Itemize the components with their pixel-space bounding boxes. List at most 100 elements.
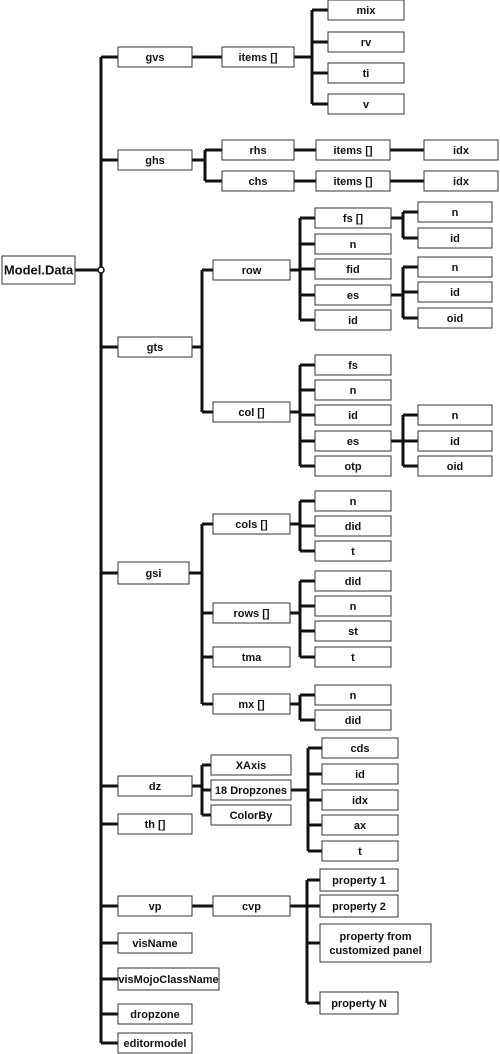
- node-gvs: gvs: [117, 46, 193, 68]
- node-row-es-id: id: [417, 281, 493, 303]
- node-model-data-label: Model.Data: [4, 263, 74, 278]
- node-vismojoclassname-label: visMojoClassName: [118, 974, 218, 986]
- node-property-custom-label-line2: customized panel: [329, 945, 421, 957]
- node-editormodel: editormodel: [117, 1032, 193, 1054]
- node-visname: visName: [117, 932, 193, 954]
- node-dz-idx-label: idx: [352, 795, 369, 807]
- node-gvs-v: v: [327, 93, 405, 115]
- node-row-fs-n-label: n: [452, 207, 459, 219]
- node-gvs-rv-label: rv: [361, 37, 372, 49]
- node-th: th []: [117, 813, 193, 835]
- node-colorby-label: ColorBy: [230, 810, 274, 822]
- node-dz-id: id: [321, 763, 399, 785]
- node-tma-label: tma: [242, 652, 262, 664]
- node-col-id-label: id: [348, 410, 358, 422]
- node-row-es-n: n: [417, 256, 493, 278]
- node-gsi-label: gsi: [146, 568, 162, 580]
- node-row-es-oid: oid: [417, 307, 493, 329]
- node-mx-n: n: [314, 684, 392, 706]
- node-mx-label: mx []: [238, 699, 265, 711]
- node-rhs-items-label: items []: [333, 145, 372, 157]
- node-gvs-rv: rv: [327, 31, 405, 53]
- node-dropzone-label: dropzone: [130, 1009, 180, 1021]
- node-rows-n: n: [314, 595, 392, 617]
- node-18-dropzones-label: 18 Dropzones: [215, 785, 287, 797]
- node-row-fs-n: n: [417, 201, 493, 223]
- node-rows-st-label: st: [348, 626, 358, 638]
- node-row: row: [212, 259, 291, 281]
- node-dz-ax: ax: [321, 814, 399, 836]
- node-rhs-label: rhs: [249, 145, 266, 157]
- node-row-es: es: [314, 284, 392, 306]
- node-cols-n-label: n: [350, 496, 357, 508]
- node-rows-t-label: t: [351, 652, 355, 664]
- node-row-fs-id-label: id: [450, 233, 460, 245]
- node-property-custom: property from customized panel: [319, 923, 432, 963]
- node-row-fs-label: fs []: [343, 213, 364, 225]
- node-dz-label: dz: [149, 781, 162, 793]
- node-gvs-mix-label: mix: [357, 5, 377, 17]
- node-row-n-label: n: [350, 239, 357, 251]
- node-cols-t-label: t: [351, 546, 355, 558]
- node-row-id: id: [314, 309, 392, 331]
- node-chs-items-label: items []: [333, 176, 372, 188]
- node-dz: dz: [117, 775, 193, 797]
- node-col-es-label: es: [347, 436, 359, 448]
- node-dz-id-label: id: [355, 769, 365, 781]
- node-gvs-mix: mix: [327, 0, 405, 21]
- node-row-es-id-label: id: [450, 287, 460, 299]
- node-chs-items: items []: [315, 170, 391, 192]
- node-col-es-oid: oid: [417, 455, 493, 477]
- node-row-es-n-label: n: [452, 262, 459, 274]
- node-vismojoclassname: visMojoClassName: [117, 967, 220, 991]
- node-col-es-n: n: [417, 404, 493, 426]
- node-gvs-label: gvs: [146, 52, 165, 64]
- node-chs-idx-label: idx: [453, 176, 470, 188]
- node-visname-label: visName: [132, 938, 177, 950]
- node-chs-idx: idx: [423, 170, 499, 192]
- node-col-fs-label: fs: [348, 360, 358, 372]
- node-gts: gts: [117, 336, 193, 358]
- node-row-id-label: id: [348, 315, 358, 327]
- node-property-1-label: property 1: [332, 875, 386, 887]
- node-cols-n: n: [314, 490, 392, 512]
- node-cvp-label: cvp: [242, 901, 261, 913]
- node-col-es: es: [314, 430, 392, 452]
- connectors: [75, 8, 424, 1045]
- node-mx: mx []: [212, 693, 291, 715]
- node-cols-did-label: did: [345, 521, 362, 533]
- node-rows: rows []: [212, 602, 291, 624]
- node-row-es-oid-label: oid: [447, 313, 464, 325]
- node-rhs-idx-label: idx: [453, 145, 470, 157]
- node-rhs-items: items []: [315, 139, 391, 161]
- node-colorby: ColorBy: [210, 804, 292, 826]
- node-dz-ax-label: ax: [354, 820, 367, 832]
- node-xaxis: XAxis: [210, 754, 292, 776]
- node-gvs-ti: ti: [327, 62, 405, 84]
- node-col-label: col []: [238, 407, 265, 419]
- node-gvs-ti-label: ti: [363, 68, 370, 80]
- node-vp-label: vp: [149, 901, 162, 913]
- node-mx-did-label: did: [345, 715, 362, 727]
- node-gvs-items: items []: [221, 46, 295, 68]
- node-cols-t: t: [314, 540, 392, 562]
- node-property-n: property N: [319, 991, 399, 1015]
- node-18-dropzones: 18 Dropzones: [210, 779, 292, 801]
- node-rows-st: st: [314, 620, 392, 642]
- node-vp: vp: [117, 895, 193, 917]
- node-property-2: property 2: [319, 894, 399, 918]
- node-row-fid: fid: [314, 258, 392, 280]
- node-mx-did: did: [314, 709, 392, 731]
- node-col-otp: otp: [314, 455, 392, 477]
- node-row-fs: fs []: [314, 207, 392, 229]
- node-xaxis-label: XAxis: [236, 760, 267, 772]
- node-property-n-label: property N: [331, 998, 387, 1010]
- node-col-id: id: [314, 404, 392, 426]
- node-row-fid-label: fid: [346, 264, 359, 276]
- node-chs: chs: [221, 170, 295, 192]
- node-gsi: gsi: [117, 561, 190, 585]
- node-col: col []: [212, 401, 291, 423]
